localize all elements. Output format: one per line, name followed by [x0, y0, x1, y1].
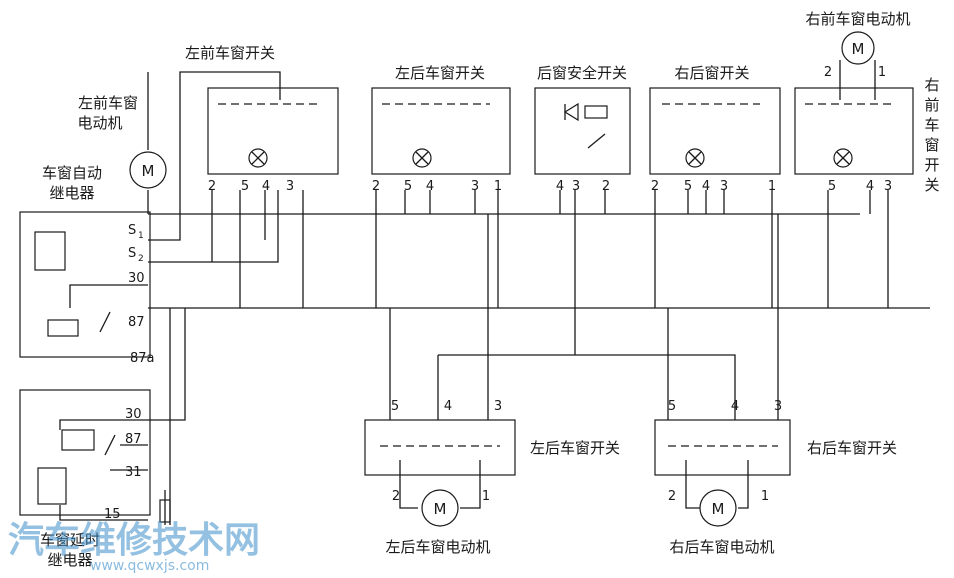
left-front-switch	[207, 87, 339, 175]
lr-switch-label: 左后车窗开关	[530, 439, 620, 457]
lf-pin-4: 4	[262, 179, 270, 194]
delay-pin-31: 31	[125, 465, 142, 480]
delay-relay	[19, 389, 171, 523]
delay-pin-87: 87	[125, 432, 142, 447]
safety-pin-4: 4	[556, 179, 564, 194]
lr-motor-pin-2: 2	[392, 489, 400, 504]
rear-safety-switch	[534, 87, 631, 175]
delay-relay-label-2: 继电器	[47, 551, 92, 569]
rr-lower-pin-4: 4	[731, 399, 739, 414]
pin-30: 30	[128, 271, 145, 286]
rf-motor-pin-1: 1	[878, 65, 886, 80]
svg-text:关: 关	[924, 176, 939, 194]
svg-text:窗: 窗	[924, 136, 939, 154]
lr-pin-5: 5	[404, 179, 412, 194]
rr-pin-5: 5	[684, 179, 692, 194]
lr-pin-1: 1	[494, 179, 502, 194]
pin-s1: S	[128, 223, 136, 238]
lr-pin-2: 2	[372, 179, 380, 194]
rf-pin-5: 5	[828, 179, 836, 194]
rf-motor-label: 右前车窗电动机	[805, 10, 910, 28]
rr-lower-pin-5: 5	[668, 399, 676, 414]
rf-pin-3: 3	[884, 179, 892, 194]
right-front-switch	[794, 87, 914, 175]
lr-pin-3: 3	[471, 179, 479, 194]
svg-text:开: 开	[924, 156, 939, 174]
rf-switch-vertical-label: 右 前 车 窗 开 关	[924, 76, 939, 194]
pin-87: 87	[128, 315, 145, 330]
rear-safety-label: 后窗安全开关	[537, 64, 627, 82]
rr-switch-label: 右后车窗开关	[807, 439, 897, 457]
lf-motor-label-1: 左前车窗	[78, 94, 138, 112]
pin-s2-sub: 2	[138, 254, 144, 264]
delay-pin-30: 30	[125, 407, 142, 422]
rr-motor-label: 右后车窗电动机	[669, 538, 774, 556]
rr-motor-pin-1: 1	[761, 489, 769, 504]
lr-lower-pin-3: 3	[494, 399, 502, 414]
left-rear-switch: M	[364, 419, 516, 527]
lf-switch-label: 左前车窗开关	[185, 44, 275, 62]
lf-pin-5: 5	[241, 179, 249, 194]
rr-pin-3: 3	[720, 179, 728, 194]
delay-pin-15: 15	[104, 507, 121, 522]
rr-pin-2: 2	[651, 179, 659, 194]
motor-symbol: M	[434, 500, 447, 518]
lr-lower-pin-4: 4	[444, 399, 452, 414]
safety-pin-3: 3	[572, 179, 580, 194]
rf-motor-pin-2: 2	[824, 65, 832, 80]
watermark-text: 汽车维修技术网	[8, 520, 260, 561]
lf-motor-label-2: 电动机	[77, 114, 122, 132]
wiring	[59, 60, 930, 525]
svg-text:车: 车	[924, 116, 939, 134]
delay-relay-label-1: 车窗延时	[40, 531, 100, 549]
svg-text:右: 右	[924, 76, 939, 94]
lr-lower-pin-5: 5	[391, 399, 399, 414]
motor-symbol: M	[712, 500, 725, 518]
rr-switch-top-label: 右后窗开关	[674, 64, 749, 82]
lr-pin-4: 4	[426, 179, 434, 194]
rr-pin-4: 4	[702, 179, 710, 194]
rr-pin-1: 1	[768, 179, 776, 194]
svg-text:前: 前	[924, 96, 939, 114]
right-rear-switch-top	[649, 87, 781, 175]
lr-motor-label: 左后车窗电动机	[385, 538, 490, 556]
right-rear-switch: M	[654, 419, 791, 527]
auto-relay-label-2: 继电器	[49, 184, 94, 202]
pin-s2: S	[128, 246, 136, 261]
motor-symbol: M	[852, 40, 865, 58]
right-front-motor: M	[841, 31, 875, 65]
rf-pin-4: 4	[866, 179, 874, 194]
auto-relay	[19, 211, 151, 358]
rr-motor-pin-2: 2	[668, 489, 676, 504]
pin-s1-sub: 1	[138, 231, 144, 241]
pin-87a: 87a	[130, 351, 155, 366]
lf-pin-2: 2	[208, 179, 216, 194]
safety-pin-2: 2	[602, 179, 610, 194]
watermark-url: www.qcwxjs.com	[90, 558, 209, 574]
lf-pin-3: 3	[286, 179, 294, 194]
lr-motor-pin-1: 1	[482, 489, 490, 504]
left-front-motor: M	[129, 151, 167, 189]
lr-switch-top-label: 左后车窗开关	[395, 64, 485, 82]
auto-relay-label-1: 车窗自动	[42, 164, 102, 182]
left-rear-switch-top	[371, 87, 511, 175]
rr-lower-pin-3: 3	[774, 399, 782, 414]
motor-symbol: M	[142, 162, 155, 180]
